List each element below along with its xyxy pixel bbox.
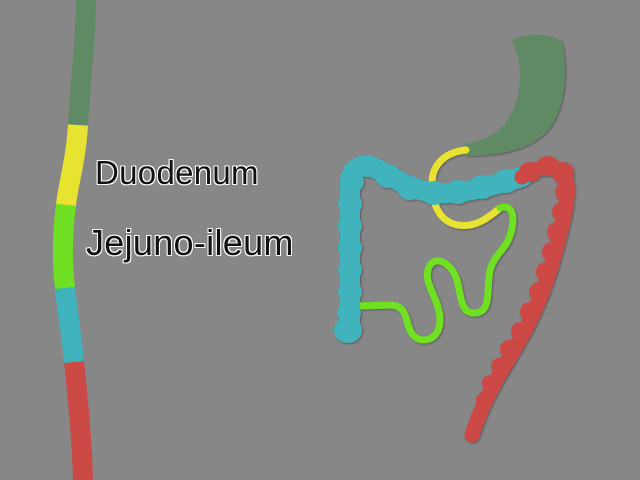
tube-colon-segment xyxy=(55,286,84,363)
rectum xyxy=(464,156,575,443)
assembled-gut xyxy=(334,34,575,443)
colon xyxy=(334,155,532,343)
tube-rectum-segment xyxy=(64,360,93,480)
jejuno-ileum xyxy=(354,203,517,344)
colon-haustra xyxy=(334,155,519,343)
jejuno-ileum-label: Jejuno-ileum xyxy=(86,222,294,263)
tube-duodenum-segment xyxy=(56,124,88,207)
duodenum xyxy=(428,146,504,230)
rectum-haustra xyxy=(471,156,575,422)
linear-gut-tube xyxy=(52,0,96,480)
tube-jejuno-ileum-segment xyxy=(52,203,76,290)
duodenum-label: Duodenum xyxy=(95,154,259,191)
tube-stomach-segment xyxy=(68,0,96,126)
stomach xyxy=(465,34,566,156)
